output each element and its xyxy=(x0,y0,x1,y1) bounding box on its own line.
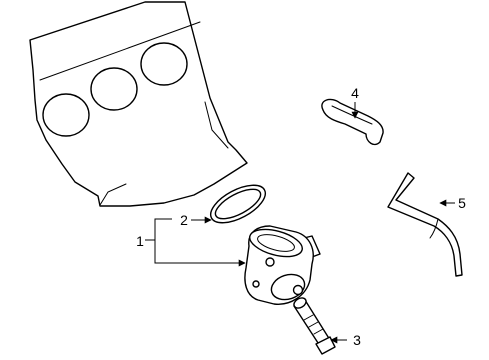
leader-lines xyxy=(145,102,455,344)
o-ring-seal xyxy=(210,184,266,224)
callout-1: 1 xyxy=(136,233,144,249)
short-hose xyxy=(321,98,384,146)
oil-cooler-housing xyxy=(244,225,321,305)
callout-3: 3 xyxy=(353,332,361,348)
bent-tube xyxy=(387,172,463,277)
callout-4: 4 xyxy=(351,85,359,101)
callout-5: 5 xyxy=(458,195,466,211)
callout-2: 2 xyxy=(180,212,188,228)
leader-line-1 xyxy=(154,218,246,267)
bolt xyxy=(293,297,336,355)
engine-block xyxy=(29,1,248,207)
cylinder-bore-1 xyxy=(42,93,90,137)
cylinder-bore-2 xyxy=(90,67,138,111)
cylinder-bore-3 xyxy=(140,42,188,86)
